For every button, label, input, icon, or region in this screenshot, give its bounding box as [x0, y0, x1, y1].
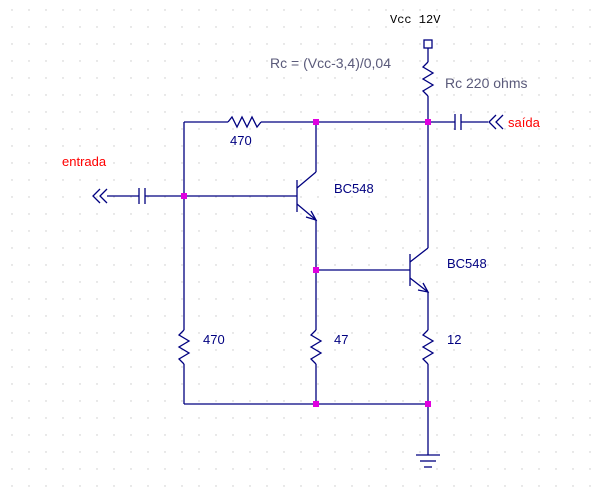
transistor-q2 [409, 247, 430, 293]
emitter1-resistor-label: 47 [334, 332, 348, 347]
bias-resistor [177, 329, 191, 365]
input-port-label: entrada [62, 154, 107, 169]
ground-symbol [416, 454, 440, 468]
feedback-resistor-label: 470 [230, 133, 252, 148]
rc-resistor [421, 61, 435, 97]
q1-label: BC548 [334, 181, 374, 196]
junction-dot [181, 193, 187, 199]
junction-dot [425, 119, 431, 125]
output-port-chevron-b [495, 114, 504, 130]
input-port-chevron-b [99, 188, 108, 204]
emitter1-resistor [309, 329, 323, 365]
emitter2-resistor [421, 329, 435, 365]
input-port-chevron-a [92, 188, 101, 204]
rc-label: Rc 220 ohms [445, 75, 527, 91]
junction-dot [425, 401, 431, 407]
vcc-label: Vcc 12V [390, 13, 441, 27]
vcc-terminal [423, 39, 433, 49]
transistor-q1 [296, 171, 318, 222]
feedback-resistor [227, 115, 262, 129]
junction-dot [313, 267, 319, 273]
output-port-label: saída [508, 115, 541, 130]
background-grid [11, 9, 591, 487]
rc-formula: Rc = (Vcc-3,4)/0,04 [270, 55, 391, 71]
emitter2-resistor-label: 12 [447, 332, 461, 347]
bias-resistor-label: 470 [203, 332, 225, 347]
output-port-chevron-a [488, 114, 497, 130]
q2-label: BC548 [447, 256, 487, 271]
junction-dot [313, 401, 319, 407]
junction-dot [313, 119, 319, 125]
